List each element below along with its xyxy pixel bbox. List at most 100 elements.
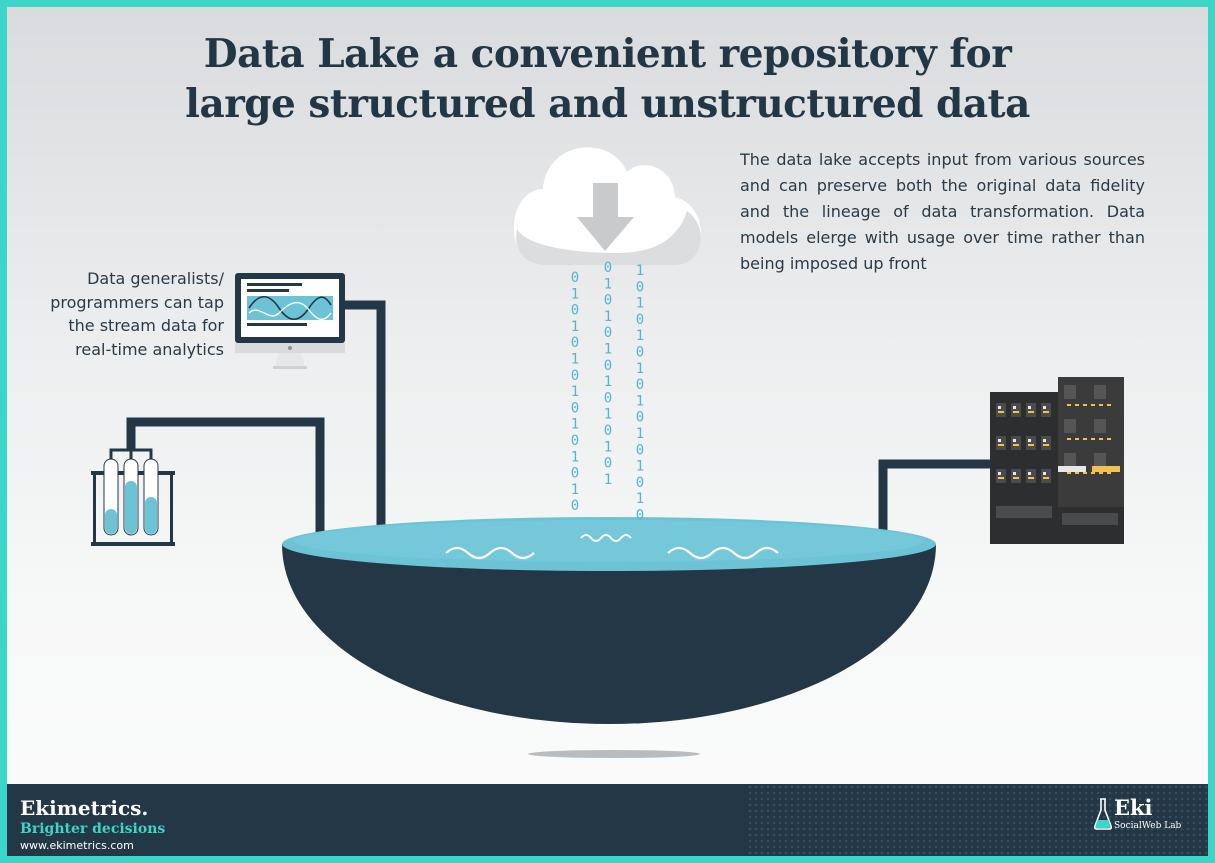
binary-digit: 1 [636,263,644,279]
lab-subtitle: SocialWeb Lab [1114,821,1182,831]
server-led [998,444,1004,446]
server-led [1094,385,1106,399]
binary-digit: 0 [604,423,612,439]
server-led [1043,444,1049,446]
right-description: The data lake accepts input from various… [740,150,1145,273]
server-led [1092,466,1120,472]
infographic-frame: Data Lake a convenient repository for la… [7,7,1208,856]
server-led [998,477,1004,479]
brand-url[interactable]: www.ekimetrics.com [20,839,134,852]
binary-digit: 1 [636,361,644,377]
lab-name: Eki [1114,795,1153,820]
server-led [1107,404,1111,406]
pipes [126,300,990,557]
server-led [1041,469,1051,483]
binary-digit: 0 [636,279,644,295]
binary-digit: 0 [571,400,579,416]
binary-digit: 1 [571,384,579,400]
server-led [1067,404,1071,406]
server-led [998,472,1001,475]
binary-digit: 1 [604,276,612,292]
server-led [998,406,1001,409]
binary-digit: 0 [636,442,644,458]
server-led [1064,453,1076,467]
wave-center [580,534,632,542]
server-led [1043,411,1049,413]
binary-digit: 0 [571,498,579,514]
server-led [1013,477,1019,479]
binary-digit: 1 [636,296,644,312]
binary-digit: 1 [604,439,612,455]
server-led [1075,472,1079,474]
server-led [1026,469,1036,483]
wave-left [445,546,535,560]
server-led [1062,513,1118,525]
server-led [1083,438,1087,440]
binary-digit: 0 [636,475,644,491]
binary-digit: 1 [636,393,644,409]
server-led [1064,419,1076,433]
server-led [1107,472,1111,474]
server-led [1013,411,1019,413]
binary-digit: 0 [571,368,579,384]
tubes-pipe [126,417,325,557]
server-led [1013,439,1016,442]
server-led [1028,477,1034,479]
binary-digit: 0 [636,410,644,426]
server-led [1028,406,1031,409]
page-title: Data Lake a convenient repository for la… [7,29,1208,129]
server-leds [996,385,1120,525]
binary-digit: 1 [571,352,579,368]
server-led [1083,404,1087,406]
server-led [1099,404,1103,406]
server-led [996,469,1006,483]
lake-bowl [282,517,936,724]
binary-digit: 0 [636,345,644,361]
server-led [1099,472,1103,474]
monitor-icon [235,273,345,369]
server-led [1094,419,1106,433]
binary-digit: 1 [636,491,644,507]
server-led [1043,477,1049,479]
binary-digit: 1 [604,407,612,423]
server-led [1011,436,1021,450]
server-led [1041,436,1051,450]
binary-digit: 1 [571,286,579,302]
server-led [996,403,1006,417]
server-led [1075,438,1079,440]
wave-right [667,546,779,560]
footer: Ekimetrics. Brighter decisions www.ekime… [7,784,1208,856]
binary-digit: 0 [604,456,612,472]
server-led [996,506,1052,518]
flask-icon [1094,798,1112,830]
server-rack-icon [990,377,1124,544]
server-led [1043,406,1046,409]
left-note: Data generalists/ programmers can tap th… [50,269,224,359]
title-line-1: Data Lake a convenient repository for [203,31,1012,77]
binary-digit: 0 [604,325,612,341]
bowl-body [282,544,936,724]
server-led [1013,444,1019,446]
server-led [1028,439,1031,442]
cloud-download-icon [513,147,701,265]
server-led [1091,404,1095,406]
binary-digit: 0 [571,270,579,286]
binary-digit: 1 [571,319,579,335]
server-led [1013,472,1016,475]
brand-tagline: Brighter decisions [20,821,166,837]
server-led [1011,469,1021,483]
server-led [1067,472,1071,474]
server-led [1094,453,1106,467]
binary-digit: 0 [604,260,612,276]
binary-digit: 0 [636,312,644,328]
world-map-dots [747,784,1208,856]
server-led [1043,472,1046,475]
server-led [1083,472,1087,474]
binary-digit: 1 [604,472,612,488]
server-led [1107,438,1111,440]
binary-digit: 0 [571,303,579,319]
